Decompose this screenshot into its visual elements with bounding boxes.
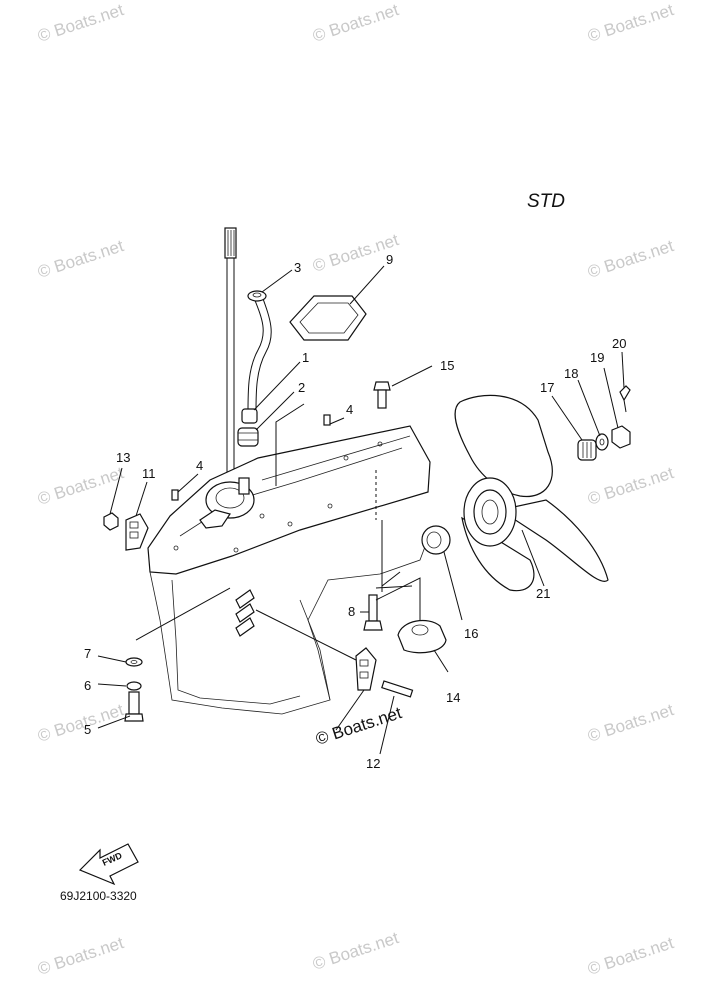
spacer (577, 439, 597, 461)
watermark: © Boats.net (585, 463, 676, 509)
fwd-arrow-icon: FWD (78, 843, 139, 886)
callout-3: 3 (294, 260, 301, 275)
callout-1: 1 (302, 350, 309, 365)
callout-19: 19 (590, 350, 604, 365)
callout-21: 21 (536, 586, 550, 601)
callouts: 3 9 1 2 4 15 4 13 11 7 6 5 8 16 14 12 17… (84, 252, 626, 771)
cotter-pin (619, 385, 631, 413)
callout-6: 6 (84, 678, 91, 693)
callout-11: 11 (142, 466, 156, 481)
anode (125, 513, 149, 551)
washer-plain (125, 657, 143, 667)
callout-7: 7 (84, 646, 91, 661)
drive-shaft (224, 227, 237, 480)
watermark: © Boats.net (585, 933, 676, 979)
water-tube (241, 295, 272, 424)
spring-washer (126, 681, 142, 691)
seal-ring (237, 427, 259, 447)
prop-nut (611, 425, 631, 449)
callout-18: 18 (564, 366, 578, 381)
dowel-pins (171, 414, 331, 501)
callout-12: 12 (366, 756, 380, 771)
std-label: STD (527, 191, 565, 212)
leader-lines (97, 265, 625, 755)
watermark: © Boats.net (310, 0, 401, 46)
watermark: © Boats.net (585, 700, 676, 746)
gasket (289, 295, 367, 341)
callout-4b: 4 (196, 458, 203, 473)
callout-9: 9 (386, 252, 393, 267)
lower-casing (147, 425, 433, 715)
washer-prop (595, 433, 609, 451)
callout-4a: 4 (346, 402, 353, 417)
part-code: 69J2100-3320 (60, 889, 137, 903)
callout-20: 20 (612, 336, 626, 351)
cover-plate (397, 619, 447, 654)
callout-8: 8 (348, 604, 355, 619)
callout-14: 14 (446, 690, 460, 705)
watermark: © Boats.net (35, 236, 126, 282)
housing-bolt (373, 381, 391, 592)
callout-15: 15 (440, 358, 454, 373)
watermark: © Boats.net (585, 0, 676, 46)
callout-16: 16 (464, 626, 478, 641)
side-anode (355, 647, 414, 698)
mounting-bolt (363, 594, 383, 631)
propeller (454, 394, 609, 592)
callout-2: 2 (298, 380, 305, 395)
watermark: © Boats.net (35, 463, 126, 509)
watermark: © Boats.net (35, 0, 126, 46)
callout-5: 5 (84, 722, 91, 737)
bolt-five (124, 691, 144, 722)
watermark: © Boats.net (35, 933, 126, 979)
grommet (247, 290, 267, 302)
callout-13: 13 (116, 450, 130, 465)
thrust-washer (421, 525, 451, 555)
hex-nut (103, 512, 119, 531)
callout-17: 17 (540, 380, 554, 395)
watermark: © Boats.net (310, 928, 401, 974)
watermark: © Boats.net (585, 236, 676, 282)
